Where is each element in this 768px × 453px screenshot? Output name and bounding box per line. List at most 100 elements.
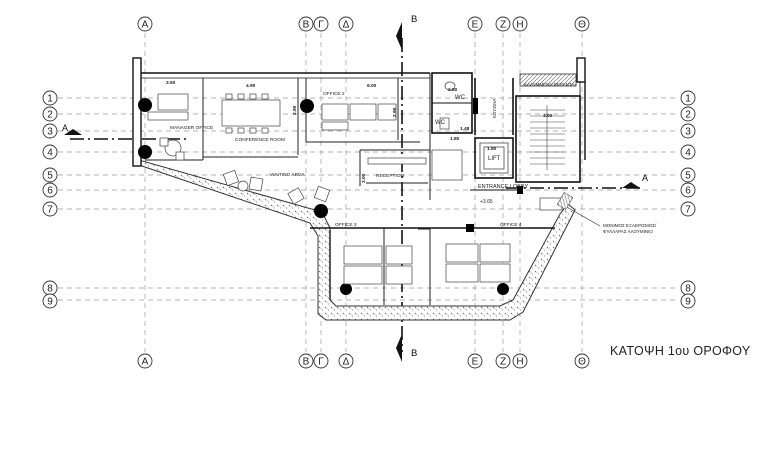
grid-bubbles: Α Β Γ Δ Ε Ζ Η Θ Α Β Γ Δ Ε Ζ Η Θ 1 2 3 4 … [42,16,696,369]
room-label-manager-office: MANAGER OFFICE [170,125,213,131]
grid-column-label: Θ [578,357,586,368]
room-label-pantry: ΚΟΥΖΙΝΑ [492,99,497,118]
lift-shaft [479,142,509,174]
grid-column-bubble-h-top: Η [512,16,528,32]
grid-row-bubble-9-right: 9 [680,293,696,309]
section-arrow-bottom-icon [396,334,402,362]
room-label-waiting-area: WAITING AREA [270,172,305,178]
grid-row-bubble-5-left: 5 [42,167,58,183]
grid-row-label: 4 [47,148,53,159]
grid-row-bubble-2-right: 2 [680,106,696,122]
grid-column-label: Ζ [500,357,506,368]
grid-column-label: Γ [318,357,324,368]
section-label-right: A [642,173,648,183]
grid-column-bubble-e-top: Ε [467,16,483,32]
dimension-label: 6.00 [367,83,377,89]
grid-row-label: 5 [685,171,691,182]
grid-column-label: Β [303,20,310,31]
dimension-label: 2.80 [448,87,458,93]
planter-strip [138,159,576,321]
grid-column-label: Ζ [500,20,506,31]
room-label-office-2: OFFICE 2 [323,91,345,97]
grid-row-label: 1 [685,94,691,105]
grid-row-bubble-6-left: 6 [42,182,58,198]
grid-column-label: Γ [318,20,324,31]
grid-row-label: 3 [685,127,691,138]
dimension-label: 3.50 [166,80,176,86]
balcony-hatch [519,73,577,87]
grid-column-bubble-th-bottom: Θ [574,353,590,369]
furniture [147,81,563,285]
section-arrow-left-icon [64,129,82,135]
level-mark: +3.65 [480,199,493,205]
grid-row-label: 7 [685,205,691,216]
grid-column-label: Δ [343,20,350,31]
grid-column-bubble-h-bottom: Η [512,353,528,369]
room-label-conference-room: CONFERENCE ROOM [235,137,285,143]
grid-column-bubble-z-bottom: Ζ [495,353,511,369]
grid-column-label: Θ [578,20,586,31]
grid-row-label: 2 [685,110,691,121]
annotation-note-text: ΜΟΝΙΜΟΣ ΕΞΑΕΡΙΣΜΟΣ/ ΦΥΛΛΑΡΑΣ ΑΛΟΥΜΙΝΙΟ [603,223,657,234]
grid-row-bubble-3-left: 3 [42,123,58,139]
grid-column-label: Η [516,20,523,31]
grid-column-label: Α [142,357,149,368]
grid-row-bubble-8-right: 8 [680,280,696,296]
grid-row-label: 1 [47,94,53,105]
room-label-entrance-lobby: ENTRANCE LOBBY [478,184,528,190]
annotation-note [556,192,601,227]
dimension-label-vertical: 2.90 [292,105,298,115]
small-columns [466,98,523,232]
stair-treads [530,105,565,170]
grid-column-bubble-e-bottom: Ε [467,353,483,369]
section-line-b: B B [396,14,417,362]
section-label-top: B [411,14,417,25]
grid-column-bubble-a-bottom: Α [137,353,153,369]
section-label-left: A [62,123,68,133]
room-label-office-4: OFFICE 4 [500,222,522,228]
grid-row-label: 6 [685,186,691,197]
grid-row-bubble-3-right: 3 [680,123,696,139]
grid-column-bubble-th-top: Θ [574,16,590,32]
dimension-label: 3.00 [543,113,553,119]
drawing-title: ΚΑΤΟΨΗ 1ου ΟΡΟΦΟΥ [610,344,751,358]
grid-row-bubble-7-right: 7 [680,201,696,217]
grid-row-label: 3 [47,127,53,138]
room-labels: MANAGER OFFICE CONFERENCE ROOM OFFICE 2 … [170,82,574,228]
grid-row-label: 9 [685,297,691,308]
grid-column-label: Δ [343,357,350,368]
grid-row-bubble-6-right: 6 [680,182,696,198]
structural-columns [138,98,509,295]
grid-row-bubble-4-left: 4 [42,144,58,160]
grid-row-label: 8 [47,284,53,295]
grid-row-bubble-9-left: 9 [42,293,58,309]
dimension-labels: 3.50 4.90 6.00 2.80 1.80 1.48 3.00 1.80 [166,80,553,152]
grid-column-label: Α [142,20,149,31]
dimension-label: 1.48 [460,126,470,132]
room-label-reception: RECEPTION [376,173,405,179]
grid-row-bubble-1-right: 1 [680,90,696,106]
grid-row-bubble-7-left: 7 [42,201,58,217]
grid-row-label: 4 [685,148,691,159]
grid-row-label: 8 [685,284,691,295]
room-label-office-3: OFFICE 3 [335,222,357,228]
grid-column-bubble-g-bottom: Γ [313,353,329,369]
room-label-wc-2: WC [435,120,446,126]
grid-column-bubble-d-bottom: Δ [338,353,354,369]
grid-column-label: Ε [472,20,479,31]
dimension-label-vertical: 2.90 [392,107,398,117]
room-label-balcony: ΚΑΛΥΜΜΕΝΗ ΒΕΡΑΝΤΑ [524,82,574,87]
grid-row-label: 7 [47,205,53,216]
grid-column-label: Η [516,357,523,368]
grid-lines [58,33,679,352]
section-arrow-right-icon [622,182,640,188]
section-line-a: A A [62,123,648,189]
grid-column-bubble-g-top: Γ [313,16,329,32]
grid-row-label: 9 [47,297,53,308]
grid-column-bubble-z-top: Ζ [495,16,511,32]
grid-column-bubble-b-top: Β [298,16,314,32]
grid-column-bubble-a-top: Α [137,16,153,32]
grid-row-bubble-2-left: 2 [42,106,58,122]
grid-row-bubble-1-left: 1 [42,90,58,106]
grid-column-label: Β [303,357,310,368]
